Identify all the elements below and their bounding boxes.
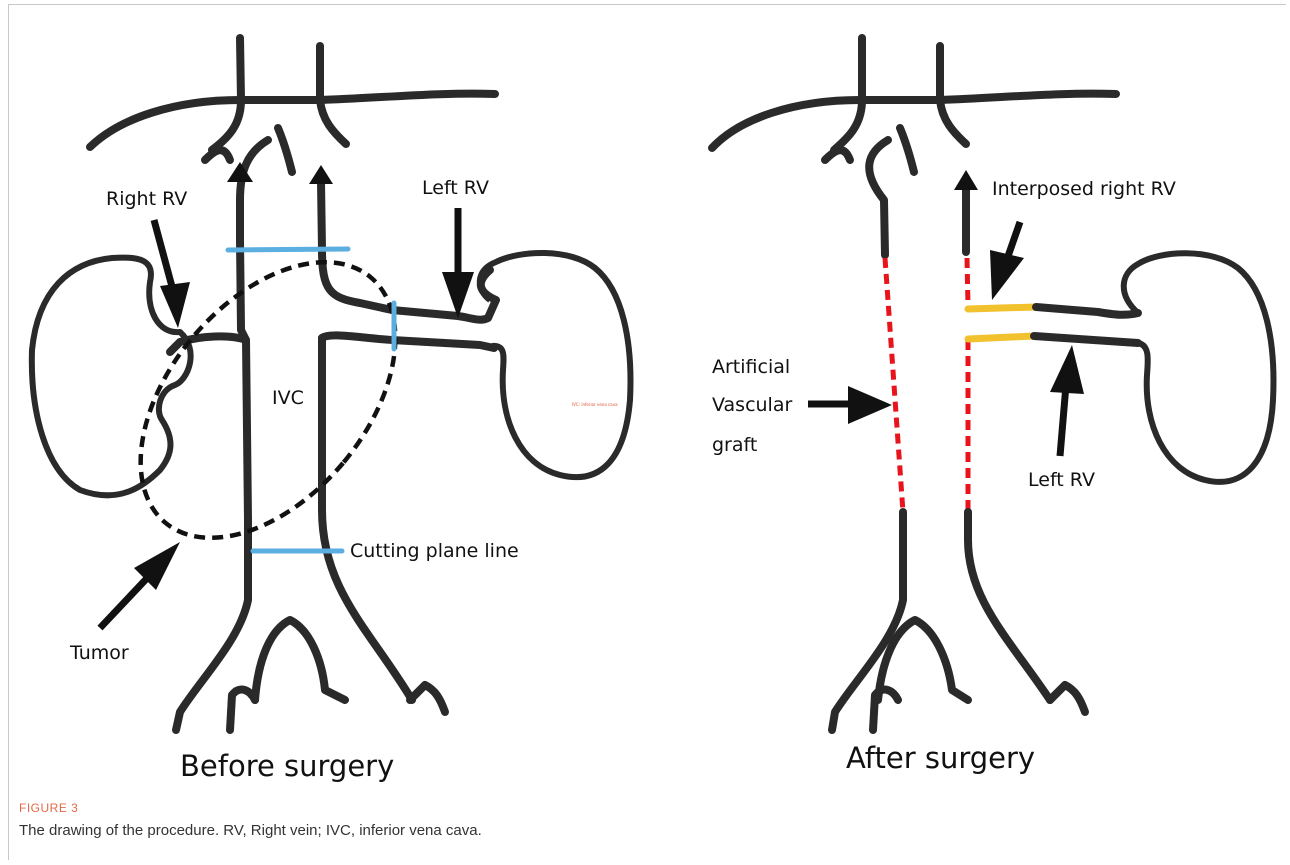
after-upper-stub-2 xyxy=(825,150,850,160)
before-ivc-left-wall xyxy=(176,140,268,730)
before-surgery-title: Before surgery xyxy=(180,749,394,783)
after-surgery-title: After surgery xyxy=(846,741,1035,775)
graft-left-wall xyxy=(885,258,903,512)
after-left-kidney xyxy=(1124,253,1274,482)
before-upper-vessel xyxy=(90,94,495,147)
tumor-arrow-shaft xyxy=(100,575,150,628)
tumor-label: Tumor xyxy=(69,642,129,664)
interposed-rv-label: Interposed right RV xyxy=(992,178,1176,200)
after-upper-stub-1 xyxy=(900,128,914,172)
after-left-rv-arrow-icon xyxy=(1050,345,1084,394)
procedure-diagram: Right RV Left RV IVC IVC: inferior vena … xyxy=(0,0,1290,790)
left-rv-label: Left RV xyxy=(422,177,489,199)
ivc-label: IVC xyxy=(272,387,304,409)
before-upper-stub-2 xyxy=(205,150,230,160)
before-iliac-inner xyxy=(255,620,345,700)
before-upper-vessel-branch-right xyxy=(320,46,346,144)
after-iliac-left-tip xyxy=(873,690,898,730)
before-upper-vessel-branch-left xyxy=(212,38,241,150)
right-rv-label: Right RV xyxy=(106,188,187,210)
right-rv-arrow-icon xyxy=(160,282,190,328)
after-left-rv-arrow-shaft xyxy=(1060,385,1066,456)
before-flow-arrow-right-icon xyxy=(309,165,333,184)
cutting-plane-label: Cutting plane line xyxy=(350,540,519,562)
graft-label-line3: graft xyxy=(712,434,757,456)
after-renal-lower xyxy=(1034,336,1138,343)
graft-arrow-icon xyxy=(848,386,892,424)
before-surgery-panel: Right RV Left RV IVC IVC: inferior vena … xyxy=(32,38,631,783)
tiny-note: IVC: inferior vena cava xyxy=(572,402,618,407)
interposed-rv-upper xyxy=(968,307,1036,309)
graft-right-wall-upper xyxy=(967,258,968,306)
before-iliac-right-tip xyxy=(410,685,445,712)
interposed-rv-lower xyxy=(968,336,1034,339)
interposed-arrow-icon xyxy=(990,250,1024,300)
right-rv-arrow-shaft xyxy=(154,220,174,294)
before-right-renal-lower xyxy=(170,336,246,352)
graft-label-line1: Artificial xyxy=(712,356,790,378)
after-flow-arrow-icon xyxy=(954,170,978,190)
before-renal-lower xyxy=(322,335,494,348)
figure-caption: The drawing of the procedure. RV, Right … xyxy=(19,822,482,839)
tumor-outline xyxy=(90,214,446,585)
before-iliac-left-tip xyxy=(230,690,255,730)
graft-label-line2: Vascular xyxy=(712,394,792,416)
after-upper-vessel xyxy=(712,94,1116,148)
cutting-plane-upper xyxy=(228,249,348,250)
figure-label: FIGURE 3 xyxy=(19,801,78,815)
before-upper-stub-1 xyxy=(278,128,292,172)
after-surgery-panel: Interposed right RV Artificial Vascular … xyxy=(712,38,1273,775)
after-ivc-left-upper xyxy=(869,140,888,255)
after-renal-upper xyxy=(1036,307,1138,315)
after-upper-vessel-branch-right xyxy=(940,46,966,144)
after-upper-vessel-branch-left xyxy=(834,38,862,150)
before-ivc-right-wall-lower xyxy=(322,338,412,700)
after-ivc-right-lower xyxy=(968,512,1050,700)
after-iliac-right-tip xyxy=(1050,685,1085,712)
after-left-rv-label: Left RV xyxy=(1028,469,1095,491)
before-left-kidney xyxy=(480,253,631,477)
